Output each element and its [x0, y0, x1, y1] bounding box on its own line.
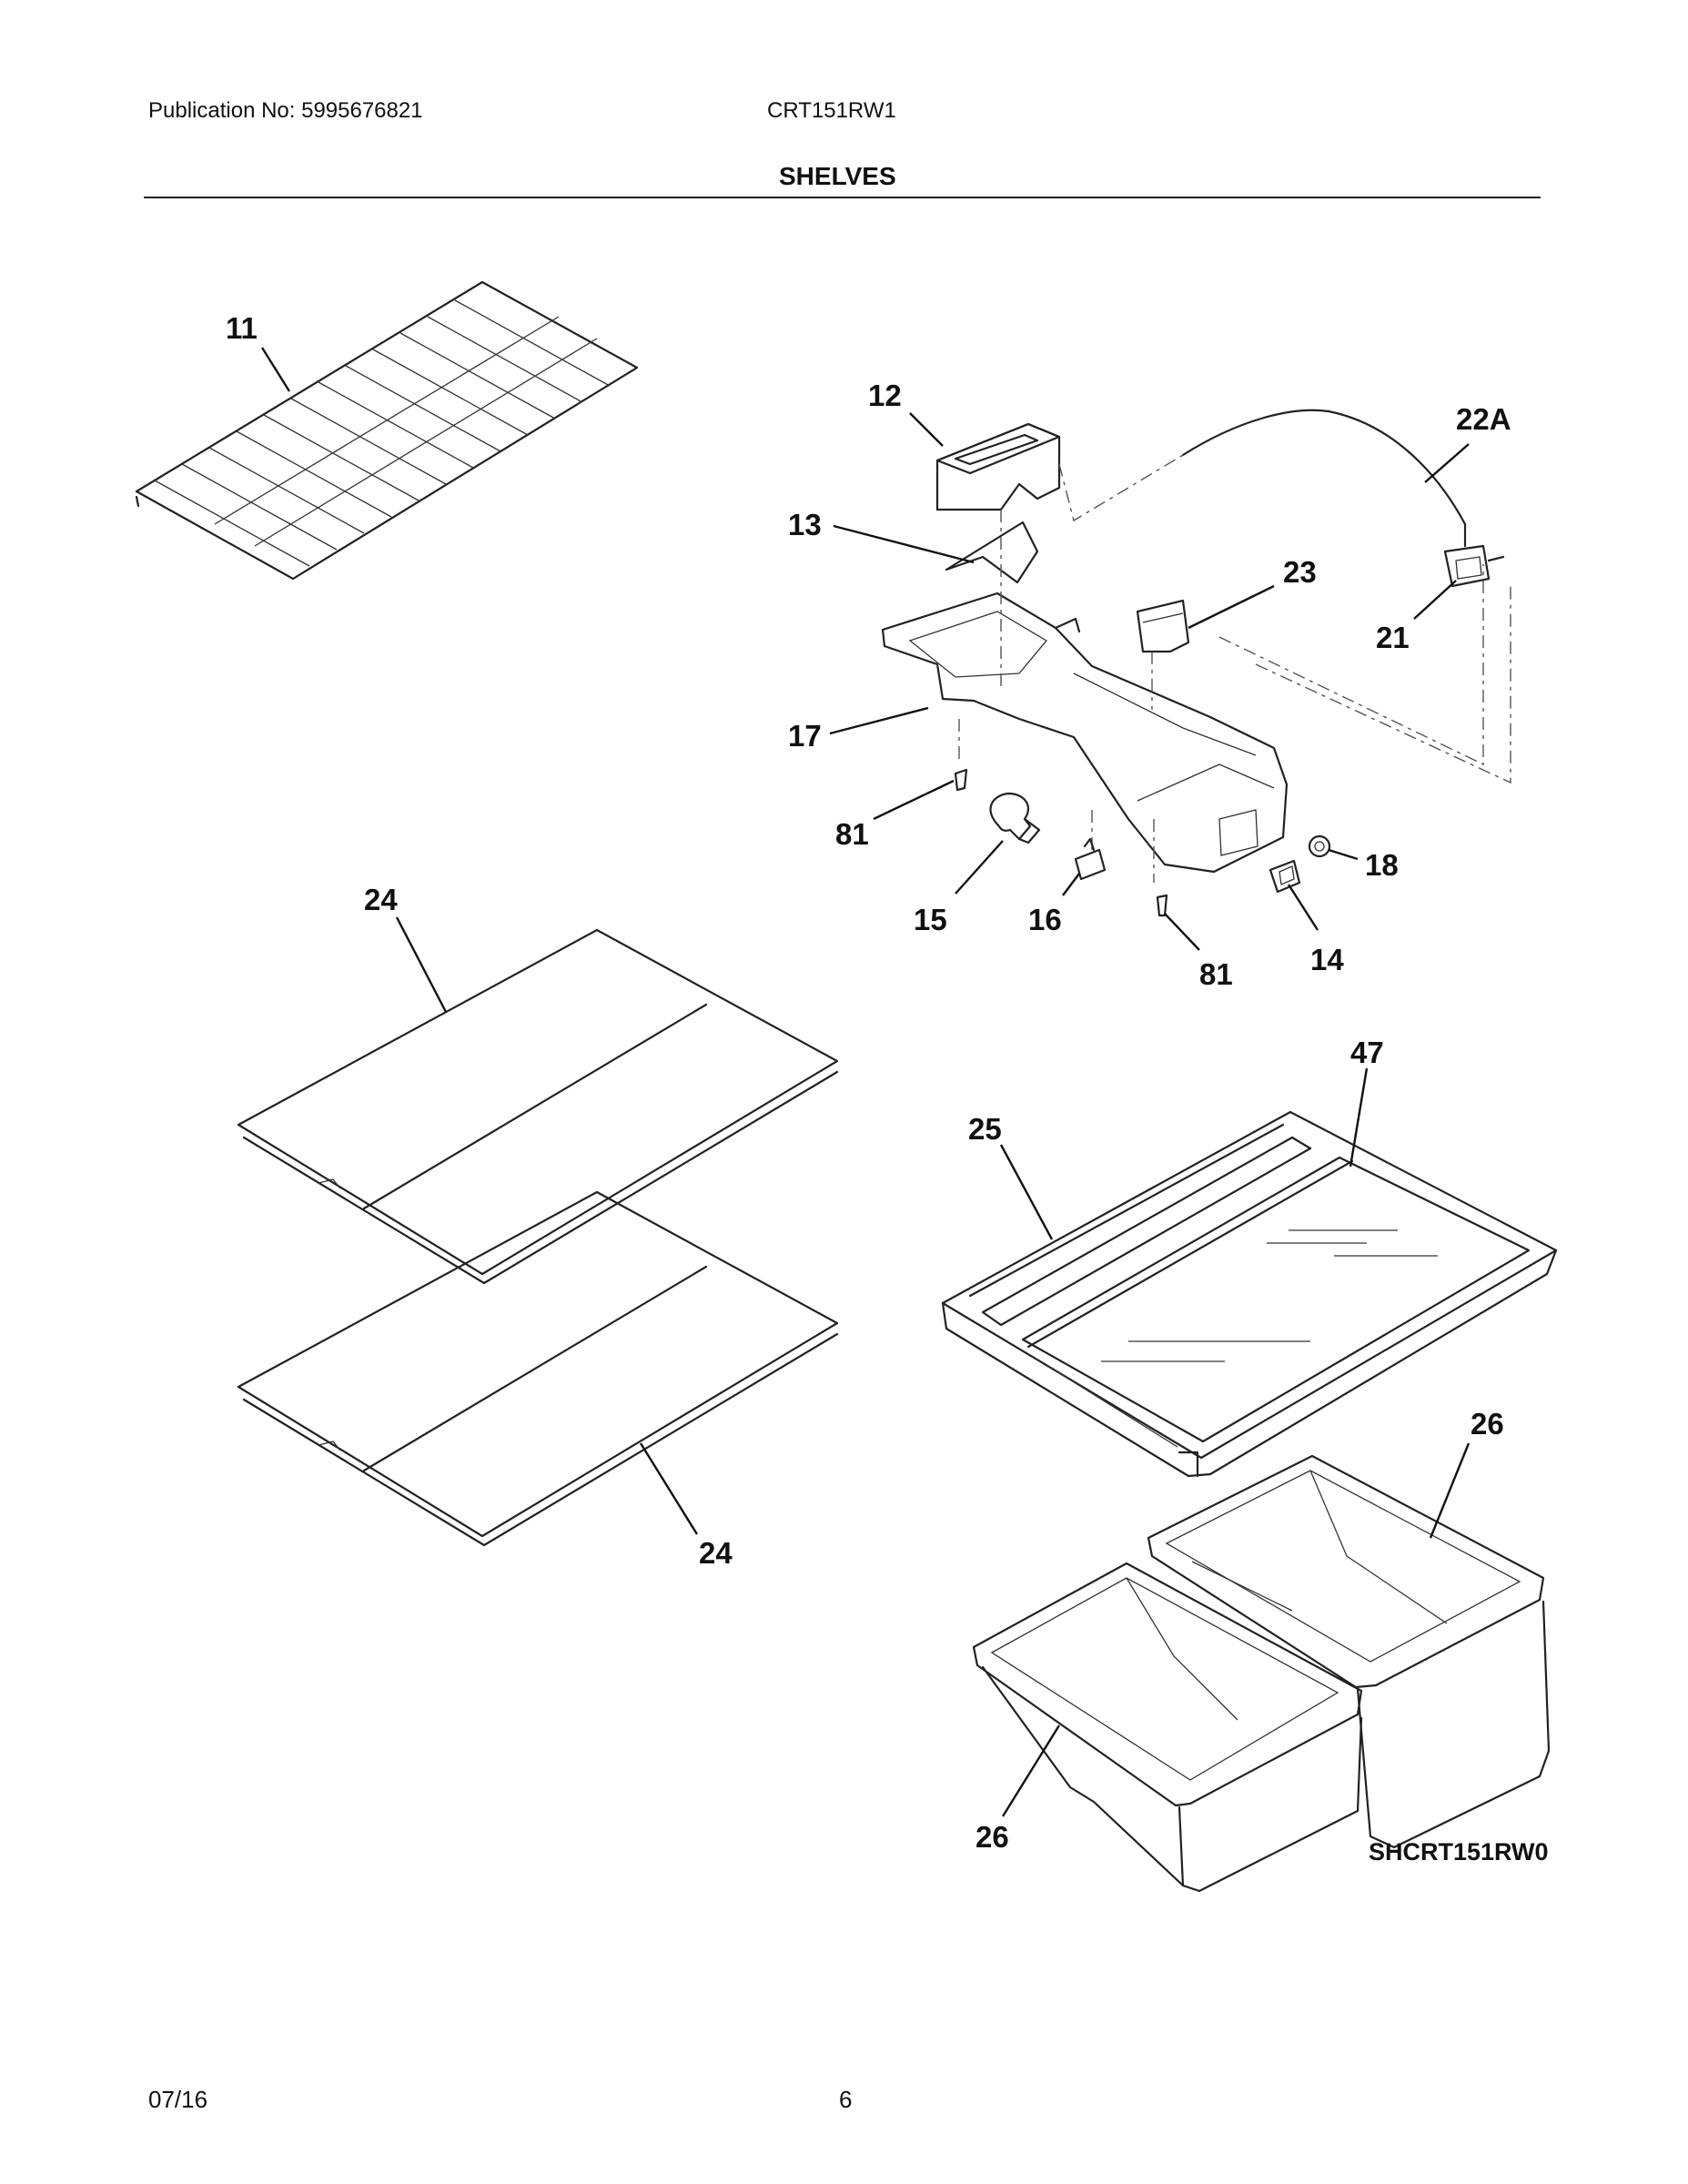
light-bulb	[989, 792, 1041, 844]
callout-14: 14	[1310, 943, 1344, 976]
callout-18: 18	[1365, 848, 1399, 882]
wire-shelf-upper	[237, 928, 839, 1285]
callout-23: 23	[1283, 555, 1317, 589]
callout-25: 25	[968, 1112, 1002, 1146]
callout-16: 16	[1028, 903, 1062, 936]
crisper-glass-insert	[1021, 1156, 1531, 1443]
callout-labels: 11 12 22A 13 23 21 17 81 18 15 16 14 81 …	[226, 311, 1549, 1866]
callout-17: 17	[788, 719, 822, 753]
light-switch	[1269, 859, 1301, 894]
model-number: CRT151RW1	[767, 98, 896, 123]
callout-22a: 22A	[1456, 402, 1511, 436]
callout-11: 11	[226, 311, 258, 345]
footer-date: 07/16	[148, 2086, 208, 2113]
control-knob	[1308, 834, 1331, 858]
lamp-socket	[1074, 837, 1107, 881]
wire-shelf-lower	[237, 1190, 839, 1547]
callout-24-upper: 24	[364, 883, 398, 916]
terminal-block	[1443, 544, 1505, 588]
callout-81-right: 81	[1199, 957, 1233, 991]
callout-21: 21	[1376, 621, 1410, 654]
page-number: 6	[839, 2086, 853, 2113]
drawing-code: SHCRT151RW0	[1369, 1838, 1549, 1866]
callout-24-lower: 24	[699, 1536, 733, 1570]
callout-47: 47	[1350, 1036, 1384, 1069]
mounting-screw-right	[1156, 894, 1168, 917]
callout-13: 13	[788, 508, 822, 541]
defrost-timer	[1136, 599, 1190, 653]
crisper-drawer-right	[1147, 1454, 1551, 1849]
light-housing	[881, 592, 1289, 874]
light-shield	[935, 422, 1061, 511]
callout-26-left: 26	[975, 1820, 1009, 1854]
assembly-guide-lines	[958, 454, 1511, 883]
crisper-drawer-left	[972, 1562, 1363, 1893]
wire-harness	[1181, 409, 1467, 548]
mounting-screw-left	[954, 768, 968, 792]
shield-bracket	[945, 521, 1039, 584]
callout-26-right: 26	[1471, 1407, 1504, 1441]
header-divider	[144, 197, 1541, 198]
crisper-cover-frame	[941, 1110, 1558, 1478]
callout-15: 15	[914, 903, 947, 936]
publication-number: Publication No: 5995676821	[148, 98, 423, 123]
callout-81-left: 81	[835, 817, 869, 851]
page-title: SHELVES	[779, 162, 896, 190]
leader-lines	[260, 347, 1471, 1817]
callout-12: 12	[868, 379, 902, 412]
freezer-wire-shelf	[135, 280, 639, 581]
